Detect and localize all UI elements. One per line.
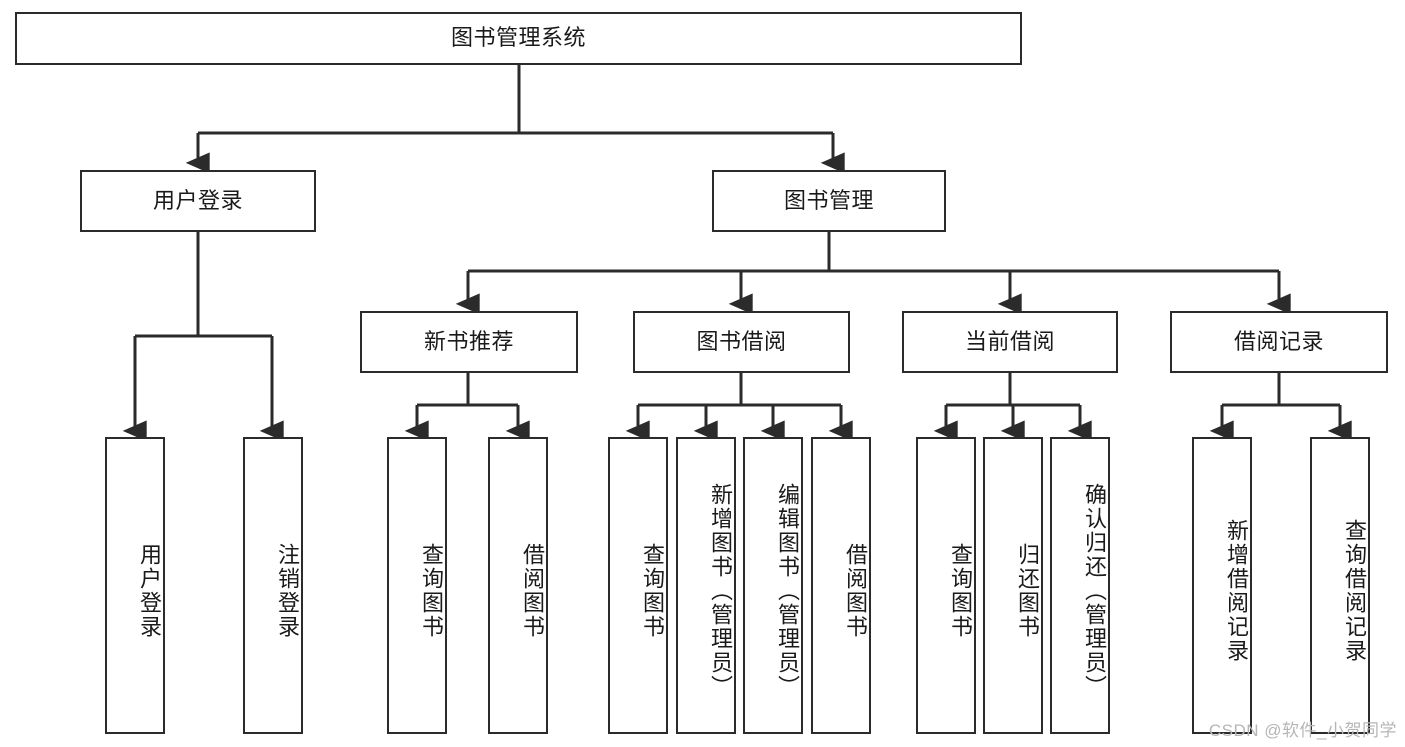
- csdn-watermark: CSDN @软件_小贺同学: [1208, 721, 1397, 740]
- node-leaf-borrow-book-2-label: 借阅图书: [843, 542, 868, 639]
- node-leaf-query-book-3[interactable]: 查询图书: [916, 437, 976, 734]
- node-borrow-record[interactable]: 借阅记录: [1170, 311, 1388, 373]
- node-leaf-query-book-2-label: 查询图书: [640, 542, 665, 639]
- node-leaf-add-book[interactable]: 新增图书（管理员）: [676, 437, 736, 734]
- node-leaf-add-record[interactable]: 新增借阅记录: [1192, 437, 1252, 734]
- node-leaf-query-book-3-label: 查询图书: [948, 542, 973, 639]
- node-user-login[interactable]: 用户登录: [80, 170, 316, 232]
- node-leaf-confirm-return[interactable]: 确认归还（管理员）: [1050, 437, 1110, 734]
- node-root[interactable]: 图书管理系统: [15, 12, 1022, 65]
- node-book-borrow[interactable]: 图书借阅: [633, 311, 850, 373]
- node-leaf-query-book-1-label: 查询图书: [419, 542, 444, 639]
- node-current-borrow[interactable]: 当前借阅: [902, 311, 1118, 373]
- node-leaf-logout-login-label: 注销登录: [275, 542, 300, 639]
- node-book-borrow-label: 图书借阅: [696, 328, 787, 354]
- node-book-manage[interactable]: 图书管理: [712, 170, 946, 232]
- node-new-book-recommend[interactable]: 新书推荐: [360, 311, 578, 373]
- node-leaf-add-book-label: 新增图书（管理员）: [708, 482, 733, 699]
- node-leaf-query-book-1[interactable]: 查询图书: [387, 437, 447, 734]
- node-leaf-query-book-2[interactable]: 查询图书: [608, 437, 668, 734]
- node-borrow-record-label: 借阅记录: [1233, 328, 1324, 354]
- node-leaf-return-book-label: 归还图书: [1015, 542, 1040, 639]
- node-new-book-recommend-label: 新书推荐: [423, 328, 514, 354]
- node-leaf-borrow-book-1-label: 借阅图书: [520, 542, 545, 639]
- node-leaf-user-login[interactable]: 用户登录: [105, 437, 165, 734]
- node-leaf-edit-book-label: 编辑图书（管理员）: [775, 482, 800, 699]
- node-user-login-label: 用户登录: [152, 187, 243, 213]
- node-current-borrow-label: 当前借阅: [964, 328, 1055, 354]
- node-leaf-borrow-book-1[interactable]: 借阅图书: [488, 437, 548, 734]
- node-leaf-logout-login[interactable]: 注销登录: [243, 437, 303, 734]
- node-root-label: 图书管理系统: [450, 25, 586, 51]
- node-leaf-query-record[interactable]: 查询借阅记录: [1310, 437, 1370, 734]
- node-leaf-add-record-label: 新增借阅记录: [1224, 518, 1249, 663]
- node-leaf-edit-book[interactable]: 编辑图书（管理员）: [743, 437, 803, 734]
- node-leaf-return-book[interactable]: 归还图书: [983, 437, 1043, 734]
- node-book-manage-label: 图书管理: [783, 187, 874, 213]
- node-leaf-borrow-book-2[interactable]: 借阅图书: [811, 437, 871, 734]
- node-leaf-confirm-return-label: 确认归还（管理员）: [1082, 482, 1107, 699]
- node-leaf-query-record-label: 查询借阅记录: [1342, 518, 1367, 663]
- node-leaf-user-login-label: 用户登录: [137, 542, 162, 639]
